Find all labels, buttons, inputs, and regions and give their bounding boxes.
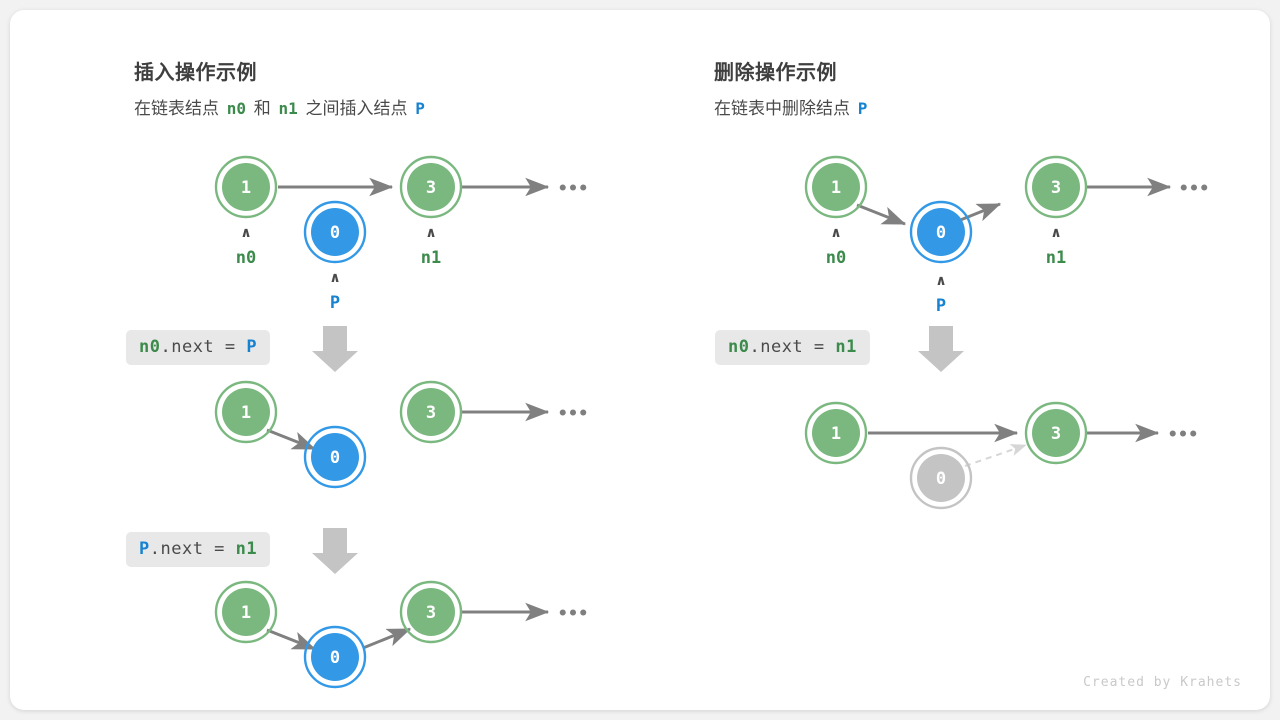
node-deleted-p: 0 [909,446,973,510]
insert-panel: 插入操作示例 在链表结点 n0 和 n1 之间插入结点 P n0.next = … [10,10,610,710]
node-pointer-label-p: P [936,296,946,316]
subtitle-text-3: 之间插入结点 [305,99,408,118]
node-p: 0 [303,200,367,264]
node-n0-step2: 1 [804,401,868,465]
node-n1: 3 [399,155,463,219]
node-value: 0 [330,648,340,668]
node-n1-step3: 3 [399,580,463,644]
insert-panel-subtitle: 在链表结点 n0 和 n1 之间插入结点 P [134,94,428,119]
node-p-step2: 0 [303,425,367,489]
code-label-n0-next-p: n0.next = P [126,330,271,365]
node-n0-step2: 1 [214,380,278,444]
node-p-step3: 0 [303,625,367,689]
code-label-p-next-n1: P.next = n1 [126,532,271,567]
subtitle-text-2: 和 [253,99,271,118]
node-value: 3 [1051,178,1061,198]
node-pointer-label-n0: n0 [236,248,256,268]
code-token-rhs: P [246,337,258,357]
caret-icon-n0: ∧ [240,225,251,241]
node-n1: 3 [1024,155,1088,219]
caret-icon-p: ∧ [935,273,946,289]
node-value: 3 [426,178,436,198]
insert-diagram-svg: ••• 1 ∧ n0 0 ∧ P [214,155,589,689]
code-label-n0-next-n1: n0.next = n1 [715,330,870,365]
credit-text: Created by Krahets [1083,675,1242,690]
node-n1-step2: 3 [399,380,463,444]
diagram-card: 插入操作示例 在链表结点 n0 和 n1 之间插入结点 P n0.next = … [10,10,1270,710]
node-pointer-label-n0: n0 [826,248,846,268]
subtitle-token-p: P [857,99,868,118]
subtitle-token-n1: n1 [278,99,298,118]
node-value: 0 [330,448,340,468]
node-n0-step3: 1 [214,580,278,644]
delete-panel-subtitle: 在链表中删除结点 P [714,94,870,119]
insert-panel-title: 插入操作示例 [134,62,257,84]
node-value: 1 [241,178,251,198]
code-token-mid: .next = [749,337,836,357]
node-value: 1 [241,403,251,423]
node-value: 0 [330,223,340,243]
node-pointer-label-p: P [330,293,340,313]
step-down-arrow-1 [918,326,964,372]
node-n1-step2: 3 [1024,401,1088,465]
delete-panel-title: 删除操作示例 [714,62,837,84]
node-value: 0 [936,469,946,489]
code-token-rhs: n1 [235,539,258,559]
node-value: 1 [241,603,251,623]
subtitle-token-n0: n0 [226,99,246,118]
node-value: 3 [1051,424,1061,444]
code-token-lhs: P [139,539,150,559]
node-value: 0 [936,223,946,243]
node-n0: 1 [214,155,278,219]
code-token-rhs: n1 [835,337,857,357]
node-value: 1 [831,178,841,198]
link-arrow-n0-to-p [856,203,907,226]
code-token-lhs: n0 [728,337,750,357]
node-pointer-label-n1: n1 [421,248,441,268]
subtitle-text-1: 在链表结点 [134,99,219,118]
code-token-mid: .next = [149,539,236,559]
subtitle-token-p: P [415,99,425,118]
tail-ellipsis: ••• [1168,425,1199,445]
link-arrow-p-to-n1-step3 [362,627,412,650]
delete-diagram-svg: ••• 1 ∧ n0 0 ∧ P 3 [804,155,1210,510]
node-value: 3 [426,403,436,423]
node-value: 3 [426,603,436,623]
tail-ellipsis: ••• [558,179,589,199]
node-value: 1 [831,424,841,444]
code-token-mid: .next = [160,337,247,357]
delete-panel: 删除操作示例 在链表中删除结点 P n0.next = n1 [600,10,1270,710]
tail-ellipsis: ••• [558,404,589,424]
step-down-arrow-1 [312,326,358,372]
tail-ellipsis: ••• [558,604,589,624]
code-token-lhs: n0 [139,337,161,357]
node-pointer-label-n1: n1 [1046,248,1066,268]
node-p: 0 [909,200,973,264]
dangling-pointer-arrow [964,444,1027,467]
subtitle-text-1: 在链表中删除结点 [714,99,850,118]
caret-icon-n1: ∧ [425,225,436,241]
tail-ellipsis: ••• [1179,179,1210,199]
caret-icon-n0: ∧ [830,225,841,241]
caret-icon-p: ∧ [329,270,340,286]
step-down-arrow-2 [312,528,358,574]
node-n0: 1 [804,155,868,219]
caret-icon-n1: ∧ [1050,225,1061,241]
